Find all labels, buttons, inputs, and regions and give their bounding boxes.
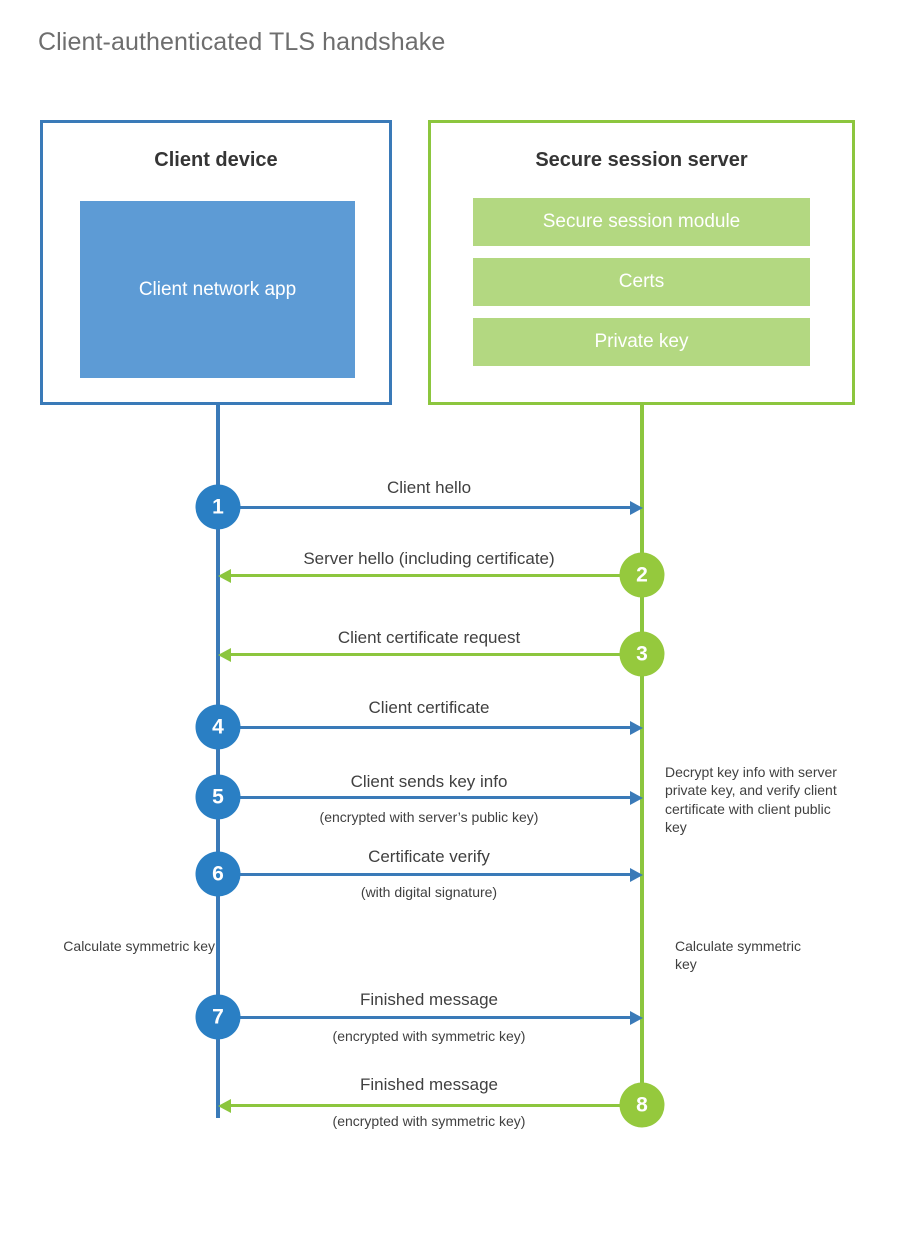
secure-session-server-box: Secure session server Secure session mod… xyxy=(428,120,855,405)
message-7-sublabel: (encrypted with symmetric key) xyxy=(332,1028,526,1044)
step-marker-7: 7 xyxy=(195,994,241,1040)
message-4-label: Client certificate xyxy=(368,698,490,717)
message-7-label: Finished message xyxy=(360,990,498,1009)
client-lifeline xyxy=(216,405,220,1118)
message-5-arrowhead xyxy=(630,791,643,805)
server-lifeline xyxy=(640,405,644,1107)
message-8-sublabel: (encrypted with symmetric key) xyxy=(332,1113,526,1129)
message-8-arrowhead xyxy=(218,1099,231,1113)
client-calculate-symmetric-key-note: Calculate symmetric key xyxy=(63,938,215,954)
message-3-arrowhead xyxy=(218,648,231,662)
message-2-line xyxy=(231,574,642,577)
server-decrypt-note: Decrypt key info with server private key… xyxy=(665,764,837,836)
message-1-line xyxy=(218,506,630,509)
message-4-line xyxy=(218,726,630,729)
client-device-box: Client device Client network app xyxy=(40,120,392,405)
server-component-secure-session-module: Secure session module xyxy=(473,198,810,246)
step-marker-8: 8 xyxy=(619,1082,665,1128)
step-marker-4: 4 xyxy=(195,704,241,750)
client-network-app-block: Client network app xyxy=(80,201,355,378)
client-device-title: Client device xyxy=(154,149,278,171)
server-component-private-key: Private key xyxy=(473,318,810,366)
page-title: Client-authenticated TLS handshake xyxy=(38,28,446,56)
server-component-certs: Certs xyxy=(473,258,810,306)
secure-session-server-title: Secure session server xyxy=(535,149,748,171)
server-calculate-symmetric-key-note: Calculate symmetric key xyxy=(675,938,802,973)
message-1-label: Client hello xyxy=(386,478,472,497)
message-3-line xyxy=(231,653,642,656)
message-2-label: Server hello (including certificate) xyxy=(303,549,555,568)
message-1-arrowhead xyxy=(630,501,643,515)
message-8-label: Finished message xyxy=(360,1075,498,1094)
message-6-line xyxy=(218,873,630,876)
message-6-sublabel: (with digital signature) xyxy=(360,884,498,900)
message-8-line xyxy=(231,1104,642,1107)
step-marker-3: 3 xyxy=(619,631,665,677)
message-5-label: Client sends key info xyxy=(350,772,508,791)
message-5-sublabel: (encrypted with server’s public key) xyxy=(319,809,539,825)
message-7-line xyxy=(218,1016,630,1019)
server-component-list: Secure session module Certs Private key xyxy=(473,198,810,378)
message-5-line xyxy=(218,796,630,799)
step-marker-6: 6 xyxy=(195,851,241,897)
message-6-label: Certificate verify xyxy=(368,847,490,866)
step-marker-1: 1 xyxy=(195,484,241,530)
message-4-arrowhead xyxy=(630,721,643,735)
message-6-arrowhead xyxy=(630,868,643,882)
step-marker-2: 2 xyxy=(619,552,665,598)
message-2-arrowhead xyxy=(218,569,231,583)
step-marker-5: 5 xyxy=(195,774,241,820)
message-3-label: Client certificate request xyxy=(337,628,521,647)
message-7-arrowhead xyxy=(630,1011,643,1025)
